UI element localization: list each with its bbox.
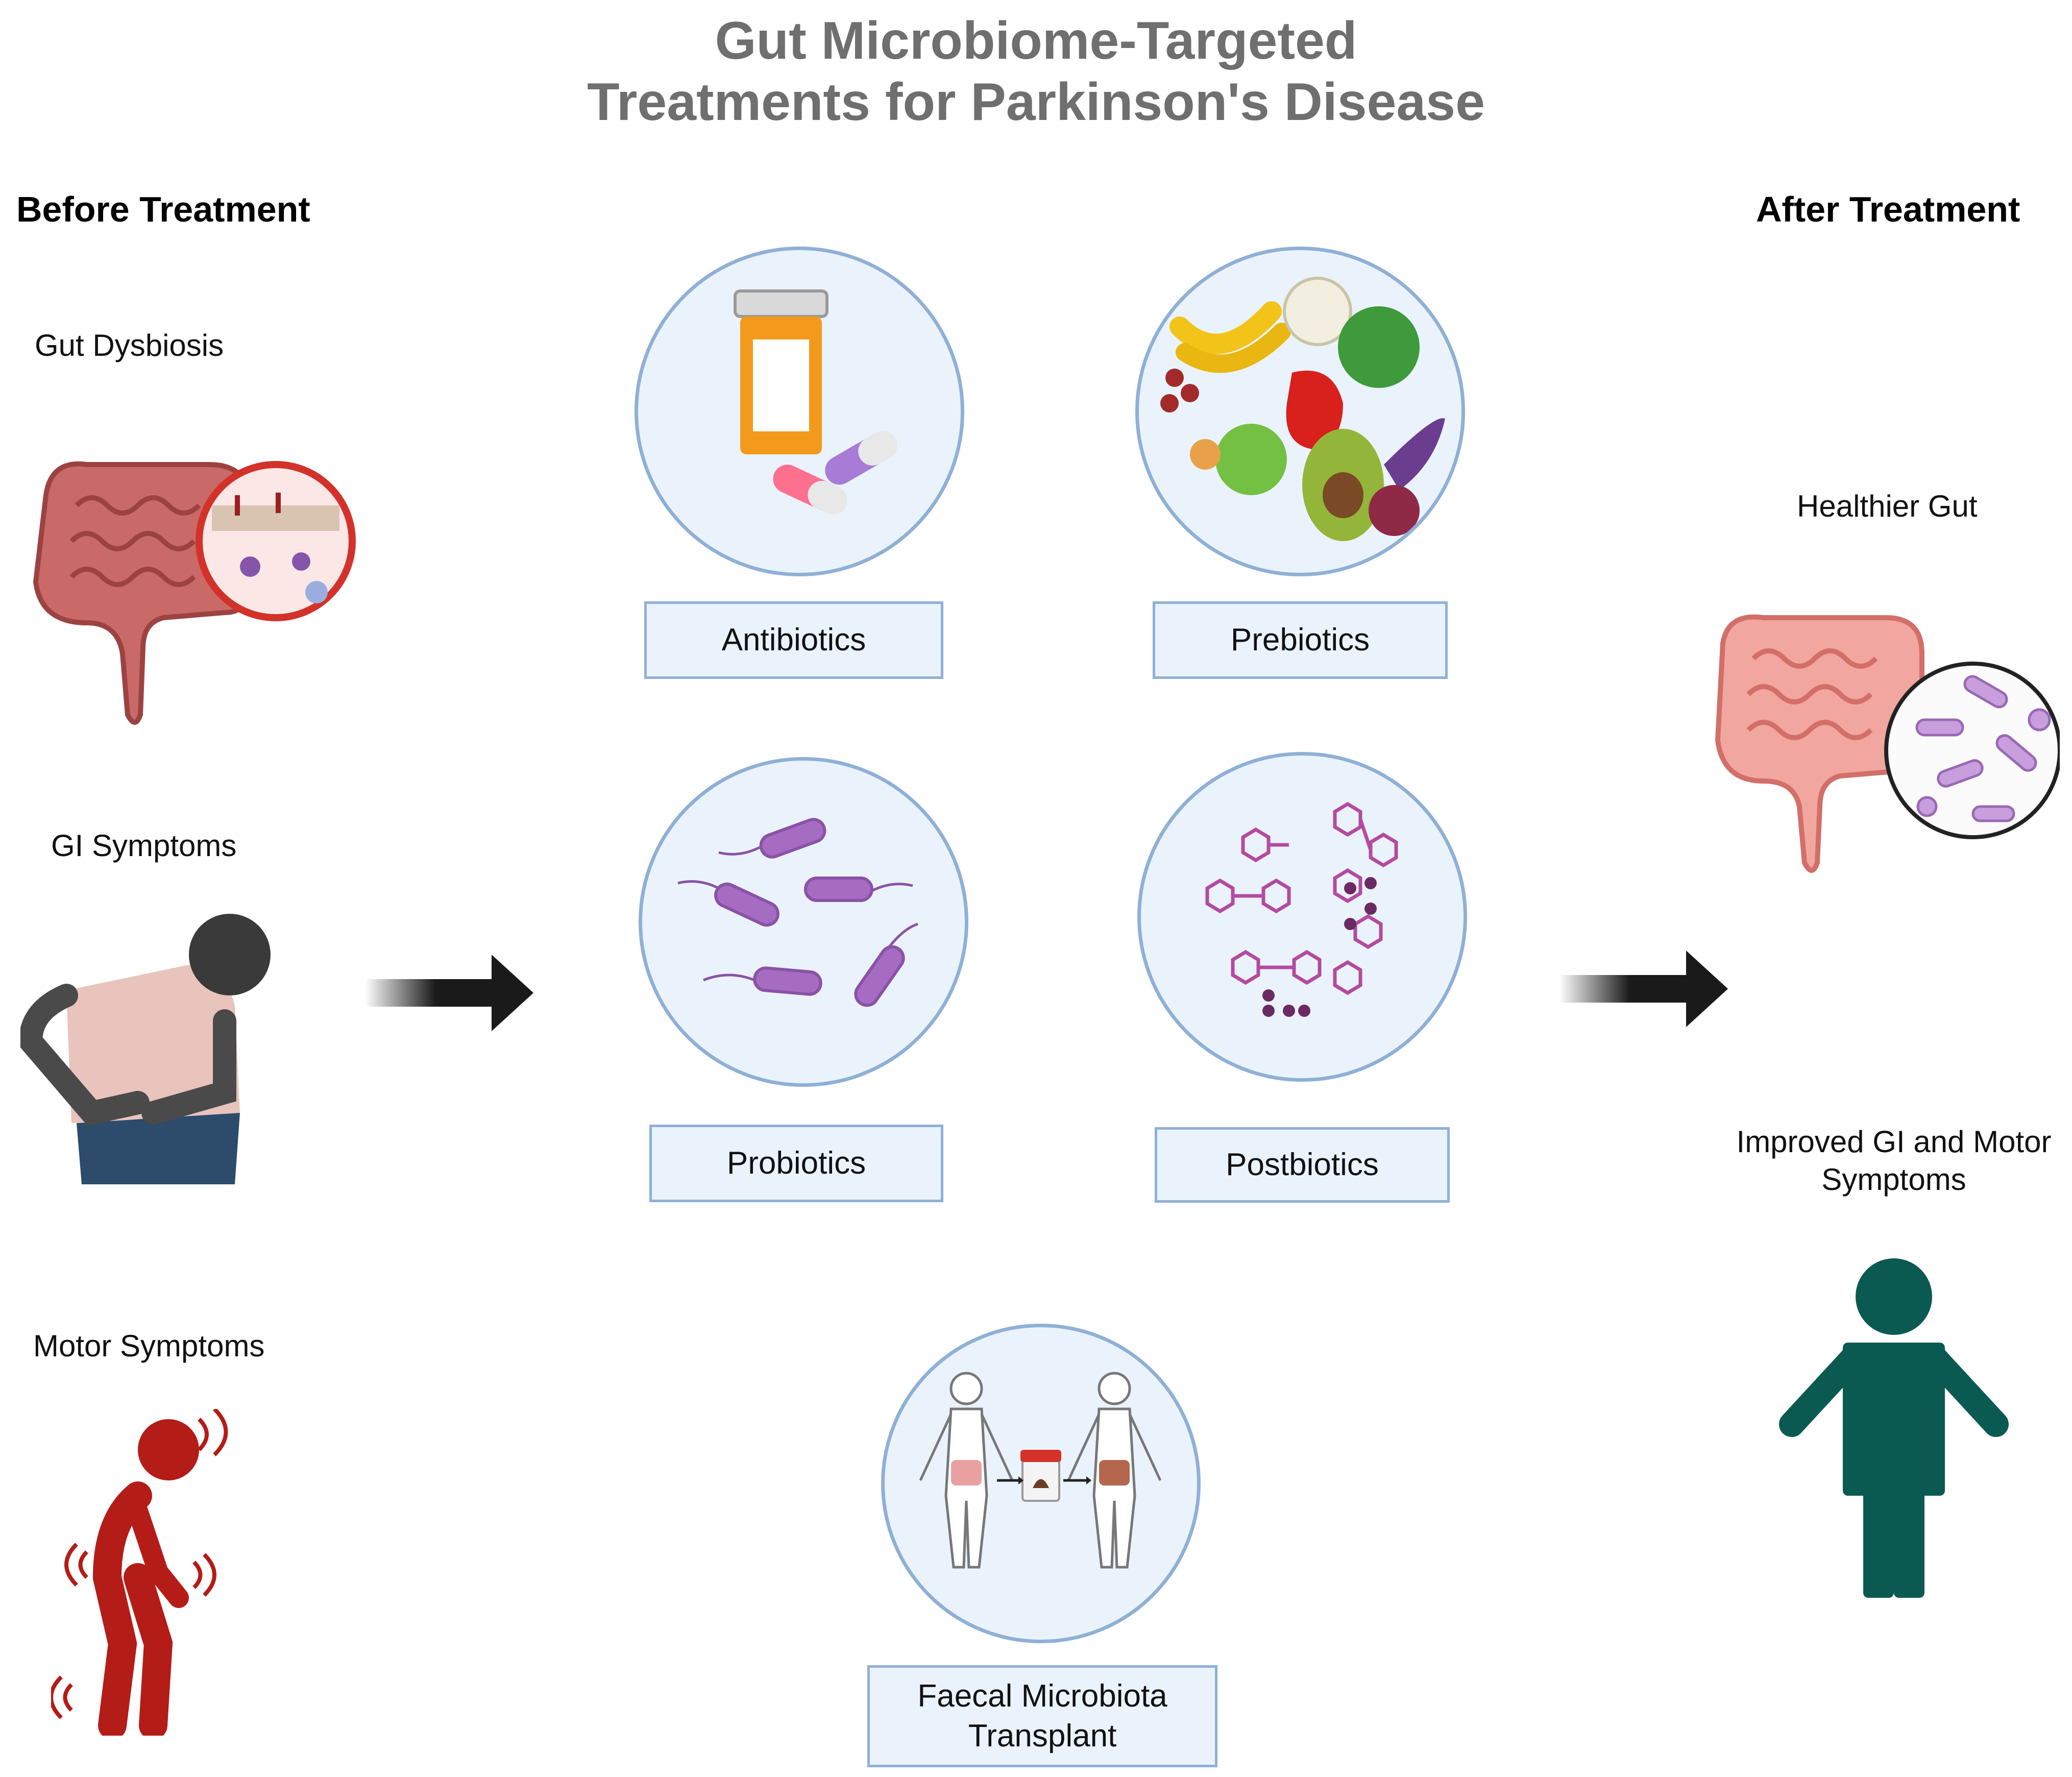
improved-symptoms-label: Improved GI and Motor Symptoms	[1736, 1125, 2052, 1197]
metabolite-molecules-icon	[1141, 756, 1464, 1078]
dysbiosis-intestine-icon	[10, 429, 357, 735]
antibiotics-circle	[635, 247, 964, 576]
postbiotics-circle	[1137, 752, 1467, 1082]
gi-symptoms-label: GI Symptoms	[51, 829, 237, 863]
motor-symptoms-label: Motor Symptoms	[33, 1329, 265, 1363]
probiotics-label: Probiotics	[649, 1125, 943, 1202]
fecal-transplant-circle	[881, 1324, 1201, 1643]
fruits-vegetables-icon	[1139, 250, 1461, 573]
prebiotics-circle	[1135, 247, 1465, 576]
gut-dysbiosis-label: Gut Dysbiosis	[35, 328, 224, 362]
fecal-transplant-label: Faecal Microbiota Transplant	[867, 1665, 1217, 1767]
prebiotics-label: Prebiotics	[1153, 601, 1448, 679]
diagram-title-line2: Treatments for Parkinson's Disease	[587, 72, 1485, 132]
arrow-to-treatments-icon	[365, 955, 533, 1031]
healthier-gut-label: Healthier Gut	[1797, 489, 1978, 523]
pill-bottle-capsules-icon	[638, 250, 961, 573]
after-treatment-heading: After Treatment	[1756, 189, 2020, 229]
bacteria-icon	[642, 761, 965, 1083]
diagram-title-line1: Gut Microbiome-Targeted	[715, 11, 1357, 70]
probiotics-circle	[639, 757, 968, 1087]
arrow-to-outcomes-icon	[1559, 951, 1728, 1027]
healthy-person-icon	[1776, 1256, 2011, 1603]
antibiotics-label: Antibiotics	[644, 601, 943, 679]
before-treatment-heading: Before Treatment	[16, 189, 310, 229]
tremor-person-icon	[51, 1409, 235, 1736]
healthy-intestine-icon	[1708, 592, 2060, 878]
postbiotics-label: Postbiotics	[1155, 1127, 1450, 1203]
fecal-transplant-icon	[885, 1327, 1197, 1640]
stomach-pain-person-icon	[20, 909, 276, 1184]
